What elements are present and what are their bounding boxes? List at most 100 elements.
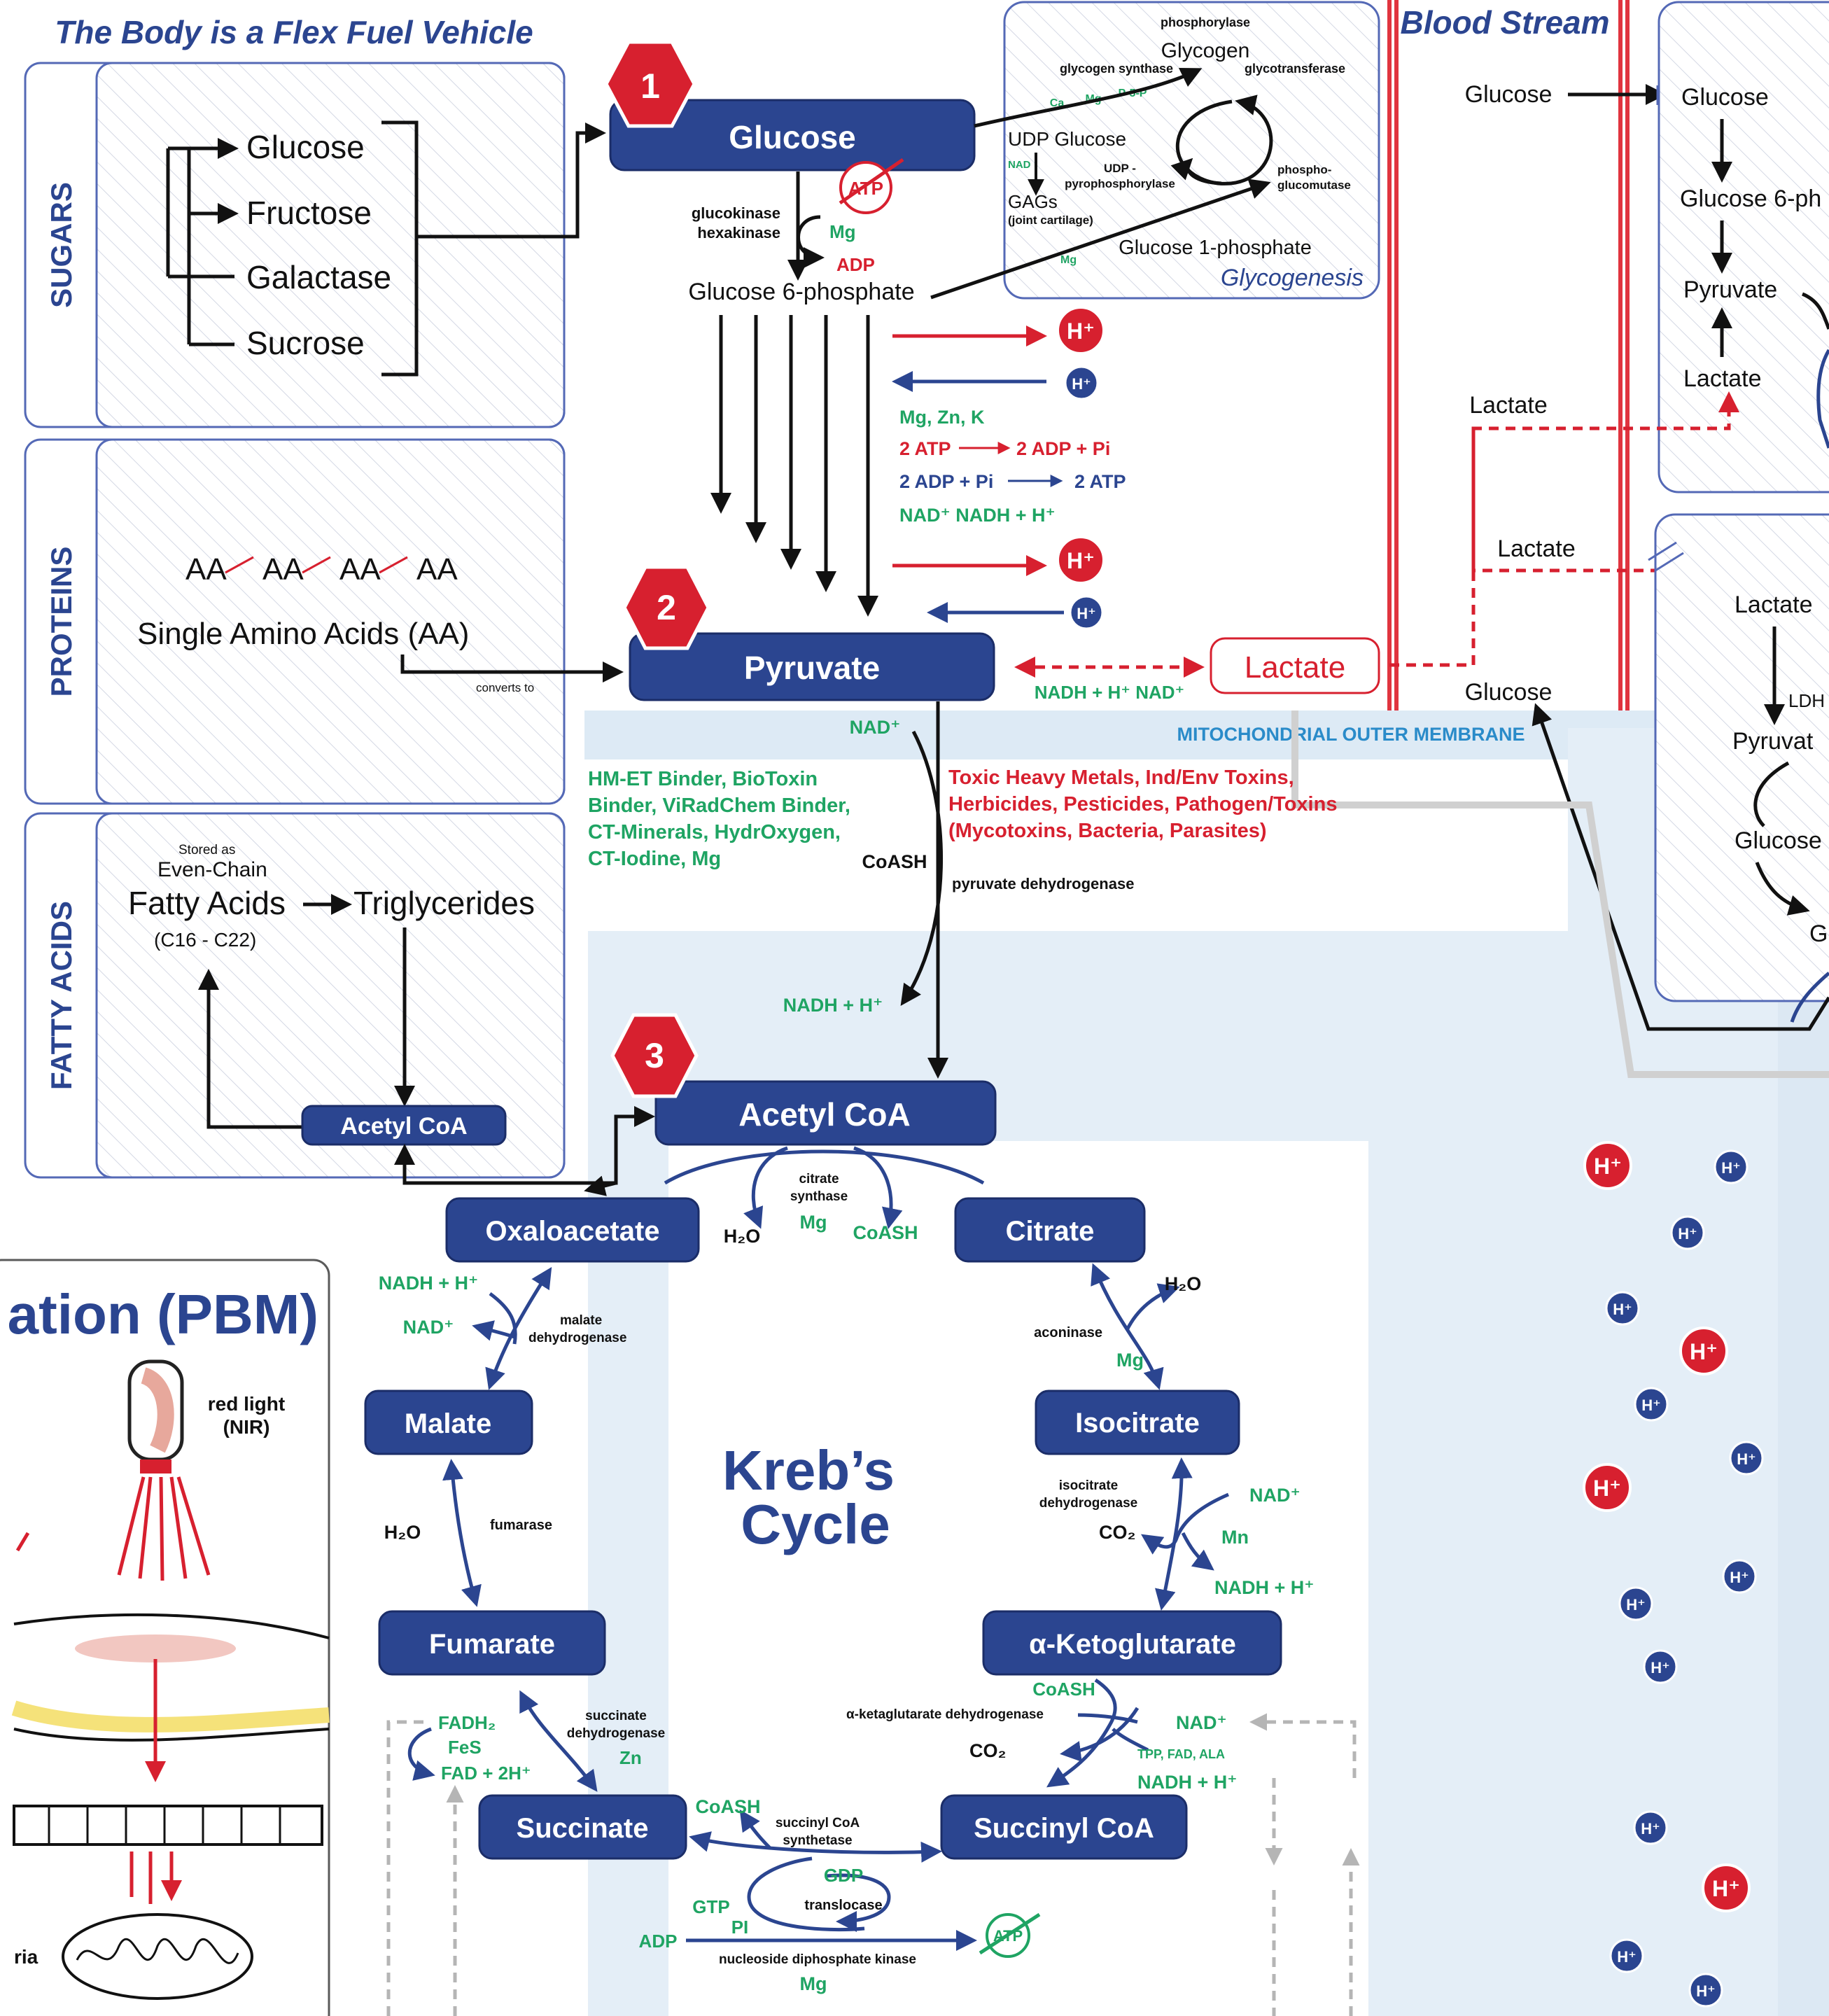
glycogenesis-nad: NAD xyxy=(1008,159,1031,171)
liver-glucose: Glucose xyxy=(1681,84,1769,111)
mitochondria-icon xyxy=(62,1913,253,2000)
adp-label: ADP xyxy=(836,254,875,275)
blood-stream-label: Blood Stream xyxy=(1400,4,1609,41)
liver-cell-panel xyxy=(1658,1,1829,493)
scs-1: succinyl CoA xyxy=(776,1816,860,1830)
glucose-6-phosphate: Glucose 6-phosphate xyxy=(688,279,914,305)
isocitrate-mn: Mn xyxy=(1221,1527,1249,1548)
even-chain-label: Even-Chain xyxy=(157,858,267,881)
cell-layer xyxy=(13,1805,323,1846)
fumarase-label: fumarase xyxy=(490,1518,552,1533)
red-light-label: red light xyxy=(208,1393,285,1415)
proton-field: H⁺ H⁺ H⁺ H⁺ H⁺ H⁺ H⁺ H⁺ H⁺ H⁺ H⁺ H⁺ H⁺ H… xyxy=(1583,1141,1764,2008)
step-2-hex xyxy=(622,565,710,650)
sugar-sucrose: Sucrose xyxy=(246,325,365,361)
isocitrate-dh-2: dehydrogenase xyxy=(1039,1496,1137,1511)
step-1-hex xyxy=(604,40,696,128)
atp-spent-label: ATP xyxy=(848,178,883,199)
hplus-large-1-label: H⁺ xyxy=(1067,318,1095,344)
pdh-nadh: NADH + H⁺ xyxy=(783,995,883,1016)
hplus-small-2 xyxy=(1069,595,1104,630)
liver-g6p: Glucose 6-ph xyxy=(1680,186,1821,212)
ndk-adp: ADP xyxy=(639,1931,678,1952)
hplus-large-2-label: H⁺ xyxy=(1067,548,1095,573)
glucose-box-label: Glucose xyxy=(729,119,856,155)
glycolysis-cofactors: Mg, Zn, K xyxy=(899,407,985,428)
gags-label: GAGs xyxy=(1008,191,1058,212)
blood-vessel-right-wall xyxy=(1618,0,1630,710)
glycogenesis-label: Glycogenesis xyxy=(1221,265,1364,291)
hplus-a: H⁺ xyxy=(1594,1154,1622,1179)
sdh-fadh2: FADH₂ xyxy=(438,1712,496,1733)
joint-cartilage-label: (joint cartilage) xyxy=(1008,214,1093,227)
page-title: The Body is a Flex Fuel Vehicle xyxy=(55,14,533,50)
udp-glucose-label: UDP Glucose xyxy=(1008,128,1126,150)
glycogenesis-panel xyxy=(1003,1,1380,300)
blood-vessel-left-wall xyxy=(1387,0,1399,710)
muscle-pyruvate: Pyruvat xyxy=(1732,728,1814,755)
step-1-number: 1 xyxy=(640,66,660,106)
converts-to-label: converts to xyxy=(476,681,534,694)
pdh-coash: CoASH xyxy=(862,851,927,872)
fumarate-box xyxy=(378,1610,606,1676)
phosphorylase-label: phosphorylase xyxy=(1161,15,1250,29)
glucose-box xyxy=(609,99,976,172)
muscle-glucose: Glucose xyxy=(1735,827,1822,854)
krebs-region xyxy=(668,1141,1368,2016)
hplus-l: H⁺ xyxy=(1641,1820,1660,1837)
blood-glucose: Glucose xyxy=(1465,81,1553,108)
outer-membrane-band xyxy=(584,710,1655,760)
glucokinase-label: glucokinase xyxy=(692,204,780,222)
sugars-hatch xyxy=(95,62,566,428)
nir-label: (NIR) xyxy=(223,1416,270,1438)
blood-glucose-bottom: Glucose xyxy=(1465,679,1553,706)
pi-label: PI xyxy=(731,1917,749,1938)
glycotransferase-label: glycotransferase xyxy=(1245,62,1345,76)
akg-nad: NAD⁺ xyxy=(1176,1712,1227,1733)
pdh-toxins-3: (Mycotoxins, Bacteria, Parasites) xyxy=(948,820,1267,842)
proteins-hatch xyxy=(95,438,566,805)
ndk-label: nucleoside diphosphate kinase xyxy=(719,1952,916,1967)
phosphoglucomutase-2: glucomutase xyxy=(1277,178,1351,192)
muscle-lactate: Lactate xyxy=(1735,592,1813,618)
mitochondria-label-fragment: ria xyxy=(14,1946,38,1968)
sdh-fes: FeS xyxy=(448,1737,482,1758)
glucose-1-phosphate-label: Glucose 1-phosphate xyxy=(1119,237,1312,259)
fatty-acetyl-coa-label: Acetyl CoA xyxy=(340,1113,467,1140)
akg-label: α-Ketoglutarate xyxy=(1029,1629,1236,1660)
aa-3: AA xyxy=(339,552,381,587)
udp-pyrophosphorylase-2: pyrophosphorylase xyxy=(1065,177,1175,190)
sdh-zn: Zn xyxy=(619,1747,642,1768)
isocitrate-co2: CO₂ xyxy=(1099,1522,1136,1543)
atp-produced-b: 2 ATP xyxy=(1074,471,1126,492)
isocitrate-nad: NAD⁺ xyxy=(1249,1485,1301,1506)
hplus-m: H⁺ xyxy=(1712,1876,1740,1901)
hplus-g: H⁺ xyxy=(1737,1450,1756,1468)
hplus-d: H⁺ xyxy=(1613,1301,1632,1318)
hplus-small-1 xyxy=(1064,365,1099,400)
hplus-i: H⁺ xyxy=(1730,1569,1749,1586)
chain-length-label: (C16 - C22) xyxy=(154,929,256,951)
sugar-fructose: Fructose xyxy=(246,195,372,231)
hplus-f: H⁺ xyxy=(1641,1396,1661,1414)
gdp-label: GDP xyxy=(824,1865,863,1886)
pdh-toxins-1: Toxic Heavy Metals, Ind/Env Toxins, xyxy=(948,766,1294,789)
blood-lactate-2: Lactate xyxy=(1497,536,1576,562)
hplus-j: H⁺ xyxy=(1626,1596,1646,1614)
succinate-label: Succinate xyxy=(517,1813,649,1844)
sdh-1: succinate xyxy=(585,1709,647,1723)
glycogen-label: Glycogen xyxy=(1161,39,1250,62)
aa-1: AA xyxy=(185,552,227,587)
succinyl-coa-label: Succinyl CoA xyxy=(974,1813,1154,1844)
fatty-hatch xyxy=(95,812,566,1179)
krebs-title-2: Cycle xyxy=(741,1493,890,1555)
glucokinase-mg: Mg xyxy=(829,221,856,242)
pdh-helpers-1: HM-ET Binder, BioToxin xyxy=(588,768,818,790)
akg-coash: CoASH xyxy=(1032,1679,1095,1700)
hplus-e: H⁺ xyxy=(1690,1339,1718,1364)
sugars-label: SUGARS xyxy=(45,182,78,308)
glycogen-synthase-label: glycogen synthase xyxy=(1060,62,1173,76)
proteins-label: PROTEINS xyxy=(45,547,78,697)
sdh-fad: FAD + 2H⁺ xyxy=(441,1763,531,1784)
pdh-toxins-2: Herbicides, Pesticides, Pathogen/Toxins xyxy=(948,793,1337,816)
